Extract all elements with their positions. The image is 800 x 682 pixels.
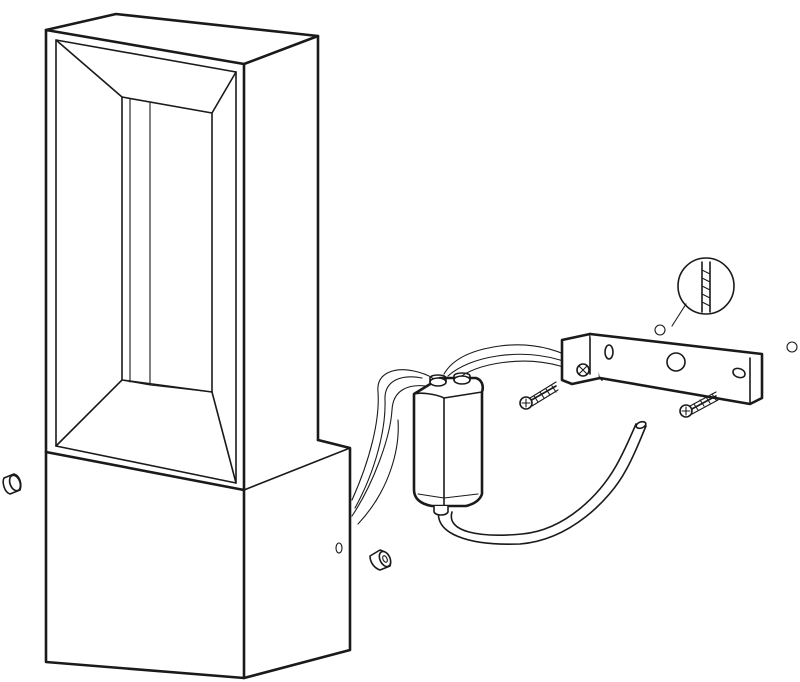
junction-box [412,372,485,516]
set-screw-icon-right [369,549,392,571]
screw-icon-upper [519,381,559,410]
set-screw-icon-left [2,473,22,495]
wall-plug-callout [654,257,735,336]
screw-icon-lower [679,391,719,418]
supply-cable [437,420,647,546]
drill-hole-marker [786,341,798,353]
lamp-housing [44,12,352,680]
mounting-bracket [560,332,764,406]
